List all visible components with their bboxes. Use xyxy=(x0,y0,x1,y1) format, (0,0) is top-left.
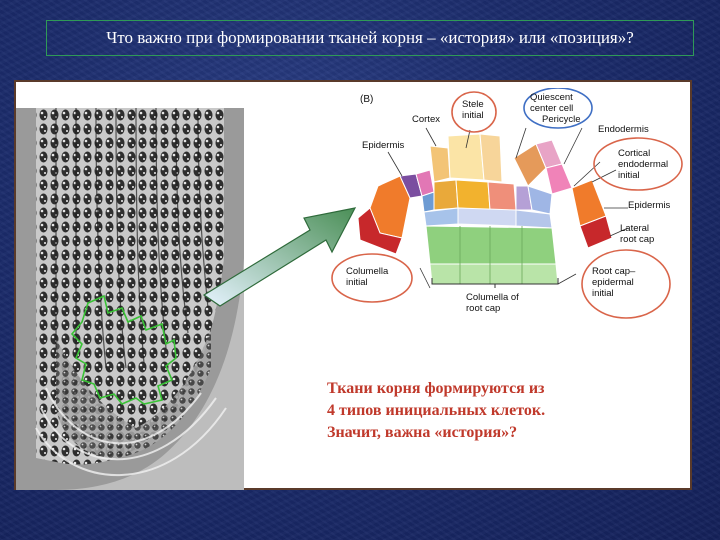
slide-title: Что важно при формировании тканей корня … xyxy=(106,28,634,48)
caption-line-3: Значит, важна «история»? xyxy=(327,422,627,444)
label-epidermis-left: Epidermis xyxy=(362,140,404,151)
label-pericycle: Pericycle xyxy=(542,114,581,125)
caption-line-2: 4 типов инициальных клеток. xyxy=(327,400,627,422)
caption-text: Ткани корня формируются из 4 типов иници… xyxy=(327,378,627,444)
slide-title-box: Что важно при формировании тканей корня … xyxy=(46,20,694,56)
label-endodermis: Endodermis xyxy=(598,124,649,135)
panel-label: (B) xyxy=(360,94,373,105)
label-epidermis-right: Epidermis xyxy=(628,200,670,211)
caption-line-1: Ткани корня формируются из xyxy=(327,378,627,400)
label-cortex: Cortex xyxy=(412,114,440,125)
columella-highlight xyxy=(332,254,412,302)
